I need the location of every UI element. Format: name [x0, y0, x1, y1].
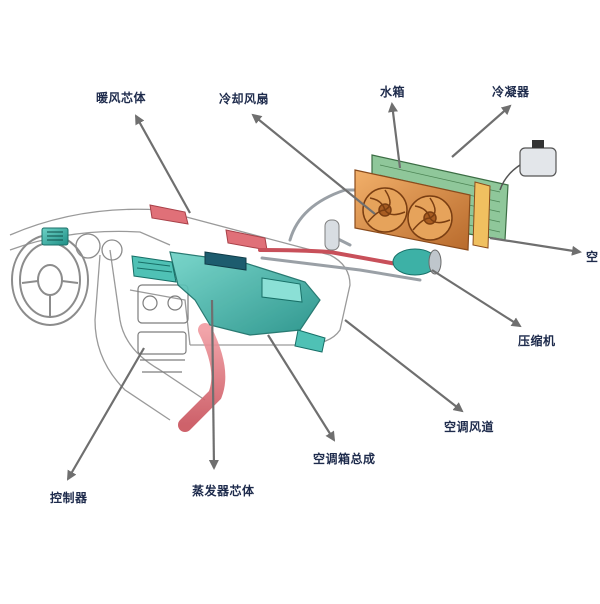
- side-vent-left: [41, 227, 69, 246]
- label-condenser: 冷凝器: [492, 85, 530, 99]
- gauge-cluster: [75, 233, 123, 261]
- arrow-compressor: [431, 269, 522, 328]
- arrow-heater-core: [135, 114, 191, 214]
- expansion-reservoir: [499, 140, 557, 191]
- defrost-vents: [149, 204, 268, 251]
- label-cooling-fan: 冷却风扇: [219, 92, 270, 106]
- callout-arrows: [66, 102, 582, 481]
- label-compressor: 压缩机: [518, 334, 556, 348]
- cooling-fans: [362, 187, 453, 241]
- label-evaporator-core: 蒸发器芯体: [192, 484, 255, 498]
- label-controller: 控制器: [50, 491, 88, 505]
- arrow-controller: [66, 347, 145, 481]
- arrow-evaporator-core: [208, 299, 219, 470]
- receiver-drier: [324, 219, 340, 251]
- arrow-ac-duct: [344, 319, 464, 413]
- label-ac-duct: 空调风道: [444, 420, 495, 434]
- arrow-cooling-fan: [251, 113, 376, 215]
- label-radiator: 水箱: [380, 85, 406, 99]
- label-heater-core: 暖风芯体: [96, 91, 147, 105]
- compressor: [392, 248, 442, 276]
- center-console: [137, 284, 189, 373]
- arrow-radiator: [388, 102, 402, 169]
- hvac-box-assembly: [131, 251, 326, 353]
- arrow-ac-box-assembly: [267, 334, 336, 442]
- arrow-condenser: [451, 104, 512, 158]
- label-edge-cut: 空: [586, 250, 599, 264]
- label-ac-box-assembly: 空调箱总成: [313, 452, 376, 466]
- arrow-edge: [489, 236, 582, 256]
